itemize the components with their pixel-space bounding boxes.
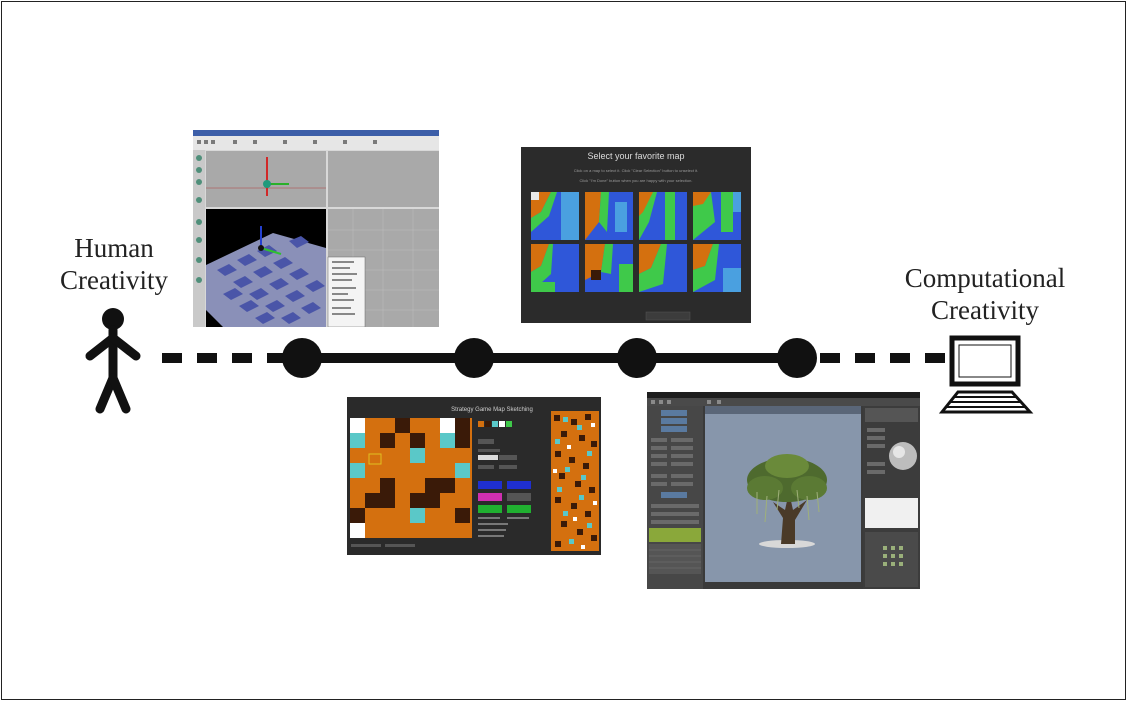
map-selection-instruction-1: Click on a map to select it. Click "Clea… bbox=[573, 168, 699, 173]
sketch-grid bbox=[350, 418, 472, 538]
screenshot-map-selection: Select your favorite map Click on a map … bbox=[521, 147, 751, 323]
person-icon bbox=[85, 308, 141, 414]
screenshot-tree-modeling bbox=[647, 392, 920, 589]
sketch-suggestions bbox=[551, 411, 599, 551]
timeline-node-3 bbox=[617, 338, 657, 378]
timeline-node-1 bbox=[282, 338, 322, 378]
tree-render bbox=[747, 454, 827, 548]
computational-label-line1: Computational bbox=[904, 263, 1066, 293]
human-creativity-label: Human Creativity bbox=[40, 232, 188, 296]
map-selection-instruction-2: Click "I'm Done" button when you are hap… bbox=[579, 178, 693, 183]
sketching-title: Strategy Game Map Sketching bbox=[451, 407, 533, 413]
computational-creativity-label: Computational Creativity bbox=[880, 262, 1090, 326]
human-label-line2: Creativity bbox=[60, 265, 168, 295]
human-label-line1: Human bbox=[74, 233, 154, 263]
map-selection-title: Select your favorite map bbox=[587, 151, 685, 161]
timeline-node-4 bbox=[777, 338, 817, 378]
computer-icon bbox=[938, 335, 1034, 414]
timeline-node-2 bbox=[454, 338, 494, 378]
computational-label-line2: Creativity bbox=[931, 295, 1039, 325]
screenshot-level-editor bbox=[193, 130, 439, 327]
map-thumbnails bbox=[531, 192, 741, 292]
screenshot-map-sketching: Strategy Game Map Sketching bbox=[347, 397, 601, 555]
